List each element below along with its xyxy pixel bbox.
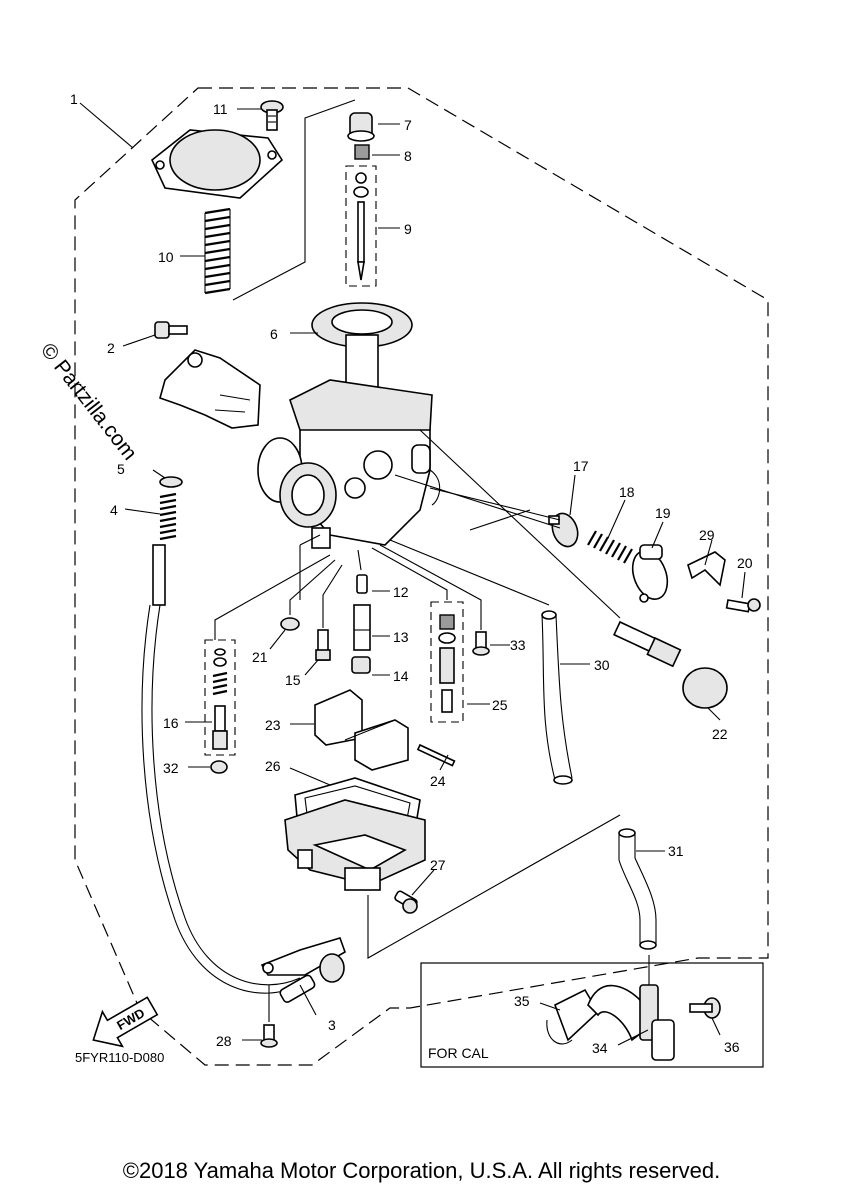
callout-33: 33	[510, 637, 526, 653]
watermark-text: © Partzilla.com	[36, 339, 141, 465]
part-10-spring	[204, 207, 231, 295]
part-32-cap	[210, 760, 228, 774]
callout-29: 29	[699, 527, 715, 543]
callout-5: 5	[117, 461, 125, 477]
float-bowl	[284, 799, 426, 891]
callout-18: 18	[619, 484, 635, 500]
part-34-fitting	[587, 984, 675, 1061]
fwd-arrow-icon: FWD	[92, 996, 159, 1048]
callout-27: 27	[430, 857, 446, 873]
part-17-diaphragm-cap	[548, 512, 579, 548]
part-33-screw	[472, 631, 490, 656]
part-15-pilot-jet	[315, 629, 331, 661]
part-35-hose	[546, 988, 600, 1045]
part-29-lever	[687, 551, 726, 587]
throttle-lever-bracket	[159, 349, 261, 429]
part-3-cable-bracket	[260, 937, 346, 1003]
callout-26: 26	[265, 758, 281, 774]
for-cal-box	[420, 962, 764, 1068]
callout-3: 3	[328, 1017, 336, 1033]
part-5-washer	[159, 476, 183, 488]
part-25-group-box	[430, 601, 464, 723]
callout-22: 22	[712, 726, 728, 742]
part-12-jet	[356, 574, 368, 594]
callout-36: 36	[724, 1039, 740, 1055]
callout-12: 12	[393, 584, 409, 600]
part-24-pin	[416, 743, 456, 767]
callout-1: 1	[70, 91, 78, 107]
part-22-starter-plunger	[613, 620, 728, 709]
for-cal-label: FOR CAL	[428, 1045, 489, 1061]
part-16-pilot-screw	[212, 648, 228, 750]
callout-11: 11	[213, 101, 228, 117]
part-31-hose	[618, 828, 657, 950]
throttle-cable	[141, 544, 301, 994]
callout-13: 13	[393, 629, 409, 645]
diagram-code: 5FYR110-D080	[75, 1050, 164, 1065]
part-36-screw	[689, 997, 721, 1019]
carburetor-body	[257, 379, 441, 549]
part-21-plug	[280, 617, 300, 631]
callout-2: 2	[107, 340, 115, 356]
callout-10: 10	[158, 249, 174, 265]
part-4-spring	[159, 492, 177, 541]
callout-leaders	[79, 102, 746, 1046]
part-20-screw	[725, 598, 761, 613]
part-11-screw	[260, 100, 284, 131]
callout-4: 4	[110, 502, 118, 518]
part-14-main-jet	[351, 656, 371, 674]
part-19-plate	[631, 544, 669, 603]
part-8-spring	[354, 144, 370, 160]
copyright-notice: ©2018 Yamaha Motor Corporation, U.S.A. A…	[122, 1158, 721, 1183]
callout-9: 9	[404, 221, 412, 237]
callout-34: 34	[592, 1040, 608, 1056]
part-23-float	[314, 689, 409, 771]
callout-35: 35	[514, 993, 530, 1009]
callout-8: 8	[404, 148, 412, 164]
callout-7: 7	[404, 117, 412, 133]
carburetor-exploded-diagram: © Partzilla.com	[36, 87, 769, 1068]
part-18-spring	[587, 530, 633, 564]
callout-17: 17	[573, 458, 589, 474]
callout-24: 24	[430, 773, 446, 789]
callout-19: 19	[655, 505, 671, 521]
part-13-needle-jet	[353, 604, 371, 651]
part-27-drain-screw	[394, 890, 418, 914]
part-2-screw	[154, 321, 188, 339]
callout-15: 15	[285, 672, 301, 688]
part-diaphragm-cover	[151, 129, 284, 199]
callout-28: 28	[216, 1033, 232, 1049]
part-30-vent-hose	[541, 610, 573, 785]
callout-20: 20	[737, 555, 753, 571]
part-25-float-valve	[438, 614, 456, 713]
callout-6: 6	[270, 326, 278, 342]
callout-16: 16	[163, 715, 179, 731]
assembly-boundary	[74, 87, 769, 1066]
callout-14: 14	[393, 668, 409, 684]
callout-32: 32	[163, 760, 179, 776]
callout-21: 21	[252, 649, 268, 665]
part-9-needle	[353, 172, 369, 281]
part-7-cap	[347, 112, 375, 142]
callout-23: 23	[265, 717, 281, 733]
callout-25: 25	[492, 697, 508, 713]
part-9-group-box	[345, 165, 377, 287]
part-28-screw	[260, 1024, 278, 1048]
callout-31: 31	[668, 843, 684, 859]
part-16-group-box	[204, 639, 236, 756]
callout-30: 30	[594, 657, 610, 673]
